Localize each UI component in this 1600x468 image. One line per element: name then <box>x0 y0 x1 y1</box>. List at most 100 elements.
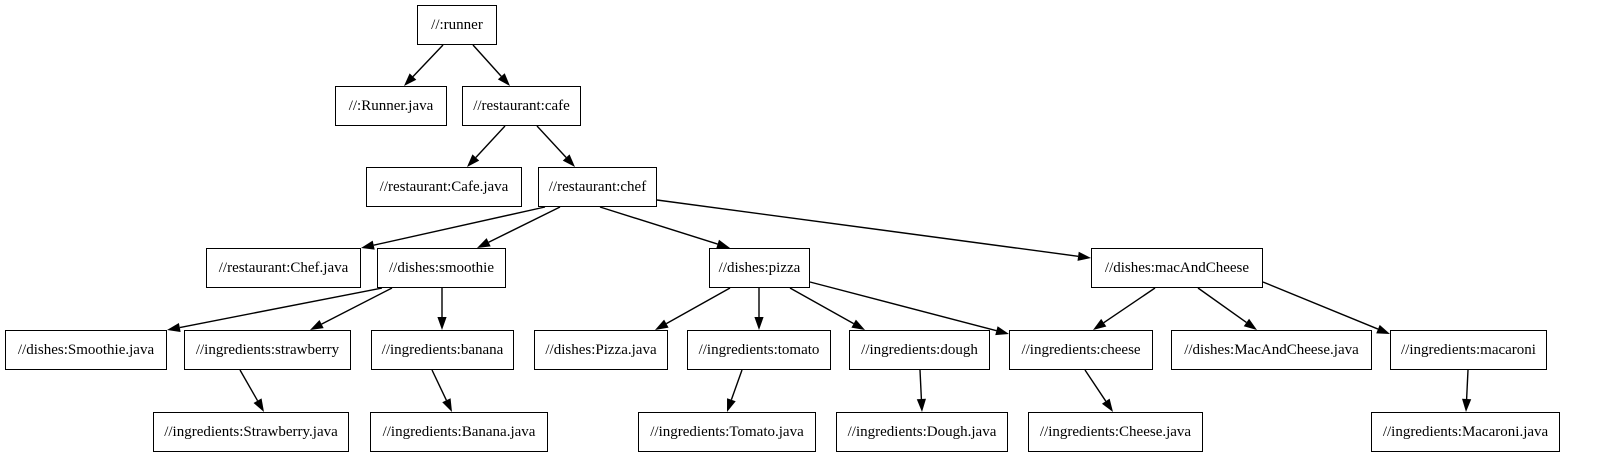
edge-line <box>1465 369 1469 400</box>
graph-node-cheese_java[interactable]: //ingredients:Cheese.java <box>1028 412 1203 452</box>
graph-node-label: //ingredients:dough <box>861 341 978 358</box>
edge-arrowhead-icon <box>995 326 1009 336</box>
edge-arrowhead-icon <box>361 240 375 250</box>
graph-edge <box>536 125 575 167</box>
graph-edge <box>431 369 452 412</box>
graph-node-ing_cheese[interactable]: //ingredients:cheese <box>1009 330 1153 370</box>
graph-node-ing_dough[interactable]: //ingredients:dough <box>849 330 990 370</box>
graph-edge <box>599 206 730 249</box>
graph-node-ing_macaroni[interactable]: //ingredients:macaroni <box>1390 330 1547 370</box>
graph-node-label: //ingredients:Dough.java <box>847 423 997 440</box>
graph-edge <box>1462 369 1472 412</box>
graph-node-smoothie_java[interactable]: //dishes:Smoothie.java <box>5 330 167 370</box>
graph-edge <box>361 206 546 250</box>
graph-edge <box>655 287 731 330</box>
graph-node-label: //ingredients:strawberry <box>195 341 340 358</box>
graph-node-label: //dishes:MacAndCheese.java <box>1184 341 1359 358</box>
edge-arrowhead-icon <box>477 238 491 248</box>
graph-node-macaroni_java[interactable]: //ingredients:Macaroni.java <box>1371 412 1560 452</box>
edge-line <box>472 44 502 77</box>
graph-node-label: //dishes:Pizza.java <box>545 341 657 358</box>
graph-node-label: //ingredients:Tomato.java <box>650 423 804 440</box>
edge-arrowhead-icon <box>851 319 865 330</box>
edge-arrowhead-icon <box>467 154 480 167</box>
edge-line <box>1084 369 1107 402</box>
edge-arrowhead-icon <box>916 398 926 412</box>
graph-edge <box>1084 369 1113 412</box>
graph-node-label: //dishes:macAndCheese <box>1104 259 1250 276</box>
edge-arrowhead-icon <box>437 317 447 330</box>
edge-line <box>431 369 448 401</box>
graph-edge <box>809 281 1009 336</box>
edge-line <box>1197 287 1247 324</box>
graph-node-dishes_pizza[interactable]: //dishes:pizza <box>709 248 810 288</box>
graph-node-chef_java[interactable]: //restaurant:Chef.java <box>206 248 361 288</box>
graph-node-label: //ingredients:cheese <box>1021 341 1141 358</box>
graph-edge <box>754 288 764 330</box>
edge-arrowhead-icon <box>562 154 575 167</box>
graph-node-label: //ingredients:macaroni <box>1401 341 1536 358</box>
graph-edge <box>727 369 743 412</box>
edge-arrowhead-icon <box>1093 318 1107 330</box>
graph-edge <box>239 369 264 412</box>
graph-edge <box>916 369 926 412</box>
graph-node-label: //:runner <box>431 16 483 33</box>
graph-node-pizza_java[interactable]: //dishes:Pizza.java <box>534 330 668 370</box>
graph-node-label: //ingredients:banana <box>381 341 504 358</box>
edge-arrowhead-icon <box>1462 398 1472 412</box>
graph-edge <box>477 206 561 248</box>
graph-node-label: //restaurant:Chef.java <box>218 259 349 276</box>
graph-node-label: //restaurant:Cafe.java <box>379 178 509 195</box>
graph-node-label: //ingredients:Cheese.java <box>1039 423 1192 440</box>
edge-line <box>656 199 1079 257</box>
edge-arrowhead-icon <box>1101 398 1113 412</box>
edge-line <box>1262 281 1379 330</box>
edge-line <box>809 281 997 332</box>
edge-arrowhead-icon <box>1376 324 1390 334</box>
graph-node-runner[interactable]: //:runner <box>417 5 497 45</box>
graph-node-label: //restaurant:cafe <box>473 97 570 114</box>
graph-edge <box>310 287 393 330</box>
graph-edge <box>167 287 383 333</box>
graph-node-restaurant_chef[interactable]: //restaurant:chef <box>538 167 657 207</box>
graph-node-cafe_java[interactable]: //restaurant:Cafe.java <box>366 167 522 207</box>
edge-line <box>239 369 259 402</box>
graph-edge <box>1262 281 1390 334</box>
edge-arrowhead-icon <box>1243 318 1257 330</box>
graph-node-banana_java[interactable]: //ingredients:Banana.java <box>370 412 548 452</box>
graph-node-macandcheese_java[interactable]: //dishes:MacAndCheese.java <box>1171 330 1372 370</box>
graph-node-dishes_smoothie[interactable]: //dishes:smoothie <box>377 248 506 288</box>
edge-arrowhead-icon <box>754 317 764 330</box>
graph-node-restaurant_cafe[interactable]: //restaurant:cafe <box>462 86 581 126</box>
edge-arrowhead-icon <box>1077 251 1091 261</box>
graph-node-tomato_java[interactable]: //ingredients:Tomato.java <box>638 412 816 452</box>
edge-arrowhead-icon <box>404 73 417 86</box>
edge-line <box>1103 287 1156 324</box>
graph-node-label: //ingredients:Banana.java <box>382 423 536 440</box>
graph-edge <box>789 287 865 330</box>
edge-arrowhead-icon <box>716 239 730 249</box>
graph-node-strawberry_java[interactable]: //ingredients:Strawberry.java <box>153 412 349 452</box>
edge-arrowhead-icon <box>442 398 452 412</box>
edge-line <box>488 206 561 243</box>
graph-edge <box>656 199 1091 261</box>
edge-line <box>179 287 383 329</box>
graph-node-dough_java[interactable]: //ingredients:Dough.java <box>836 412 1008 452</box>
graph-node-dishes_macandchs[interactable]: //dishes:macAndCheese <box>1091 248 1263 288</box>
edge-line <box>321 287 393 325</box>
graph-node-ing_banana[interactable]: //ingredients:banana <box>371 330 514 370</box>
graph-edge <box>1197 287 1257 330</box>
graph-node-ing_tomato[interactable]: //ingredients:tomato <box>687 330 831 370</box>
graph-node-runner_java[interactable]: //:Runner.java <box>335 86 447 126</box>
graph-edge <box>467 125 506 167</box>
graph-edge <box>1093 287 1156 330</box>
graph-node-ing_strawberry[interactable]: //ingredients:strawberry <box>184 330 351 370</box>
edge-line <box>412 44 444 78</box>
graph-node-label: //dishes:smoothie <box>389 259 494 276</box>
graph-edge <box>404 44 444 86</box>
edge-line <box>536 125 567 158</box>
edge-line <box>666 287 731 325</box>
graph-node-label: //ingredients:Macaroni.java <box>1382 423 1549 440</box>
graph-node-label: //ingredients:tomato <box>698 341 820 358</box>
